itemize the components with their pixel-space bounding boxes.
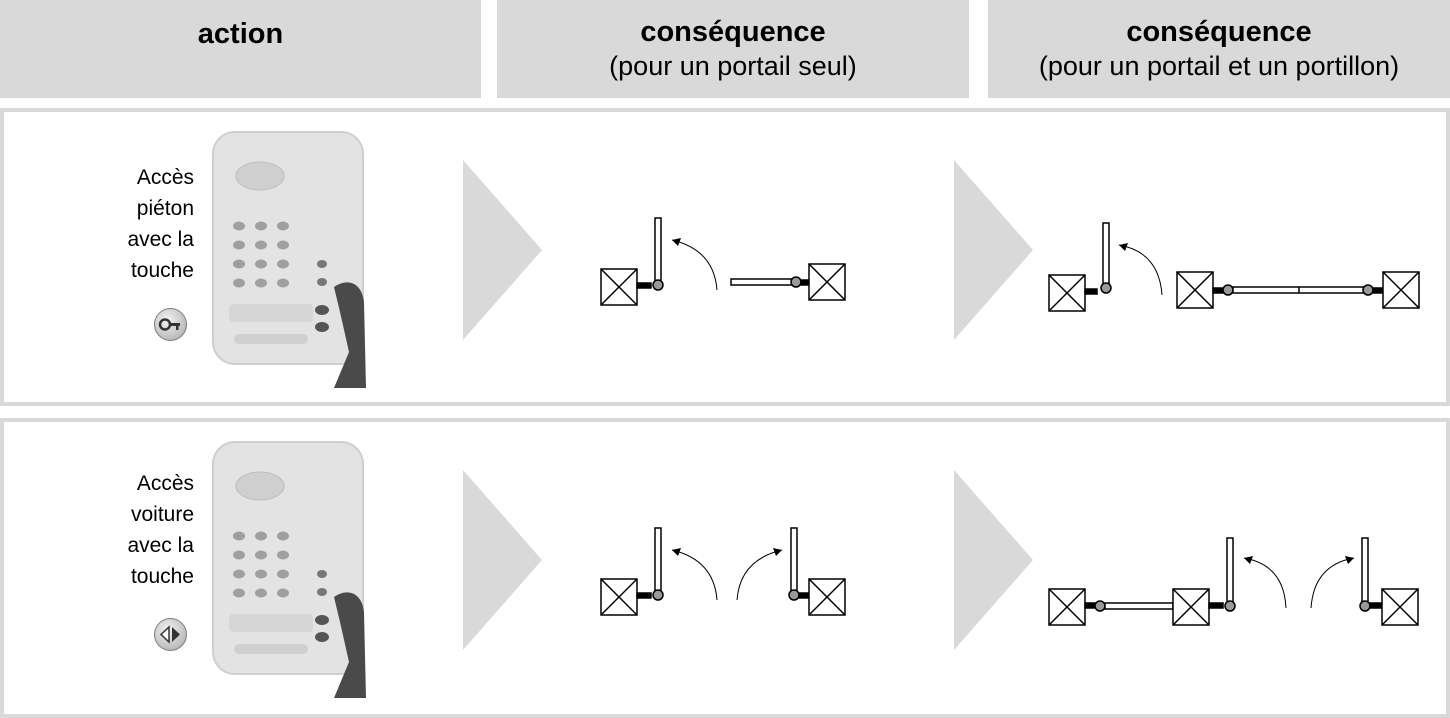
row-label-line-1: Accès xyxy=(136,166,194,189)
gate-and-wicket-diagram xyxy=(1048,222,1420,312)
row-1-drawings xyxy=(212,131,1420,388)
intercom-panel-image xyxy=(212,131,366,388)
row-label: Accès piéton avec la touche xyxy=(4,162,194,286)
key-glyph xyxy=(158,318,180,331)
double-arrow-glyph xyxy=(159,625,180,644)
row-2-drawings xyxy=(212,441,1419,698)
row-pedestrian-access: Accès piéton avec la touche xyxy=(0,108,1450,406)
gate-and-wicket-diagram xyxy=(1048,537,1419,626)
row-label-line-2: voiture xyxy=(130,503,194,526)
row-label-line-3: avec la xyxy=(127,228,194,251)
row-car-access: Accès voiture avec la touche xyxy=(0,418,1450,718)
row-label-line-4: touche xyxy=(130,259,194,282)
header-action: action xyxy=(0,0,481,98)
arrow-right-shape-1 xyxy=(463,160,542,340)
arrow-right-shape-2 xyxy=(954,470,1033,650)
single-gate-diagram xyxy=(600,527,846,616)
arrow-right-shape-2 xyxy=(954,160,1033,340)
row-label: Accès voiture avec la touche xyxy=(4,468,194,592)
header-gate-and-wicket: conséquence (pour un portail et un porti… xyxy=(988,0,1450,98)
header-single-gate: conséquence (pour un portail seul) xyxy=(497,0,969,98)
header-single-gate-title: conséquence xyxy=(640,16,826,48)
header-gate-and-wicket-title: conséquence xyxy=(1126,16,1312,48)
header-single-gate-subtitle: (pour un portail seul) xyxy=(609,51,857,81)
arrow-right-shape-1 xyxy=(463,470,542,650)
header-action-title: action xyxy=(197,18,284,50)
row-label-line-1: Accès xyxy=(136,472,194,495)
row-label-line-3: avec la xyxy=(127,534,194,557)
intercom-panel-image xyxy=(212,441,366,698)
row-label-line-2: piéton xyxy=(136,197,194,220)
single-gate-diagram xyxy=(600,217,846,306)
double-arrow-button-icon xyxy=(154,618,187,651)
key-button-icon xyxy=(154,308,187,341)
header-gate-and-wicket-subtitle: (pour un portail et un portillon) xyxy=(1038,51,1400,81)
row-label-line-4: touche xyxy=(130,565,194,588)
